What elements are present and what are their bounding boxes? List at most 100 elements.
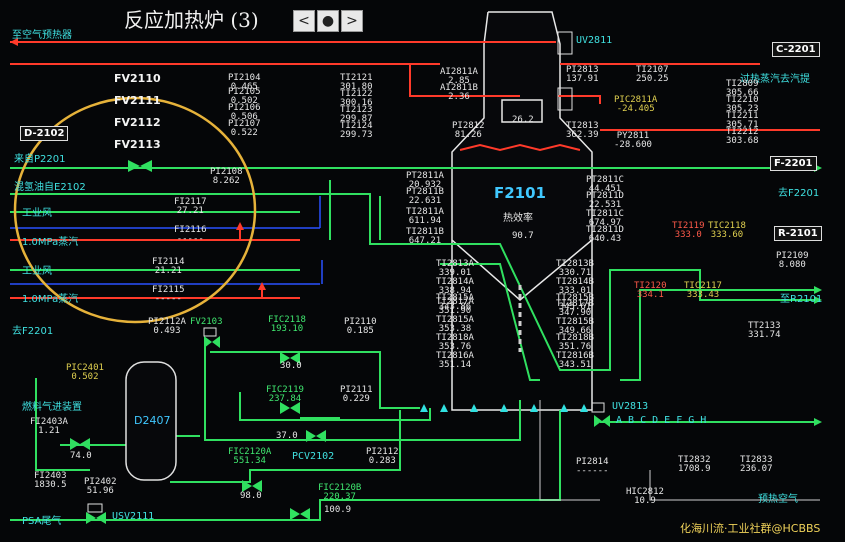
fv-tag[interactable]: FV2111 xyxy=(114,94,161,107)
tag-value: 0.502 xyxy=(71,372,99,382)
tag-name: TI2818A xyxy=(436,333,474,343)
instrument-tag-v2403[interactable]: 74.0 xyxy=(70,452,92,461)
instrument-tag-pi2814[interactable]: PI2814------ xyxy=(576,458,609,476)
tag-value: 10.9 xyxy=(634,496,656,506)
tag-value: 353.38 xyxy=(438,324,472,334)
home-button[interactable]: ● xyxy=(317,10,339,32)
instrument-tag-v2119[interactable]: 37.0 xyxy=(276,432,298,441)
tag-name: AI2811B xyxy=(440,83,478,93)
equipment-d2102[interactable]: D-2102 xyxy=(20,126,69,141)
fv-tag[interactable]: FV2113 xyxy=(114,138,161,151)
fv-tag[interactable]: FV2112 xyxy=(114,116,161,129)
instrument-tag-v2120b[interactable]: 100.9 xyxy=(324,506,351,515)
furnace-label[interactable]: F2101 xyxy=(494,184,546,202)
tag-value: 345.61 xyxy=(558,302,592,312)
equipment-f2201[interactable]: F-2201 xyxy=(770,156,817,171)
tag-name: FIC2120B xyxy=(318,483,362,493)
instrument-tag-pic2811a[interactable]: PIC2811A-24.405 xyxy=(614,96,657,114)
vessel-d2407[interactable]: D2407 xyxy=(134,414,171,427)
instrument-tag-fi2116[interactable]: FI2116----- xyxy=(174,226,207,244)
instrument-tag-v2118[interactable]: 30.0 xyxy=(280,362,302,371)
valve-usv2111[interactable]: USV2111 xyxy=(112,511,155,522)
valve-uv2811[interactable]: UV2811 xyxy=(576,35,613,46)
fv-tag[interactable]: FV2110 xyxy=(114,72,161,85)
instrument-tag-v2120a[interactable]: 98.0 xyxy=(240,492,262,501)
valve-pcv2102[interactable]: PCV2102 xyxy=(292,451,335,462)
prev-page-button[interactable]: < xyxy=(293,10,315,32)
next-page-button[interactable]: > xyxy=(341,10,363,32)
instrument-tag-fi2115[interactable]: FI2115----- xyxy=(152,286,185,304)
instrument-tag-fv2103[interactable]: FV2103 xyxy=(190,318,223,327)
equipment-c2201[interactable]: C-2201 xyxy=(772,42,820,57)
tag-name: PT2811C xyxy=(586,175,624,185)
instrument-tag-py2811[interactable]: PY2811-28.600 xyxy=(614,132,652,150)
equipment-r2101[interactable]: R-2101 xyxy=(774,226,822,241)
valve-uv2813[interactable]: UV2813 xyxy=(612,401,649,412)
